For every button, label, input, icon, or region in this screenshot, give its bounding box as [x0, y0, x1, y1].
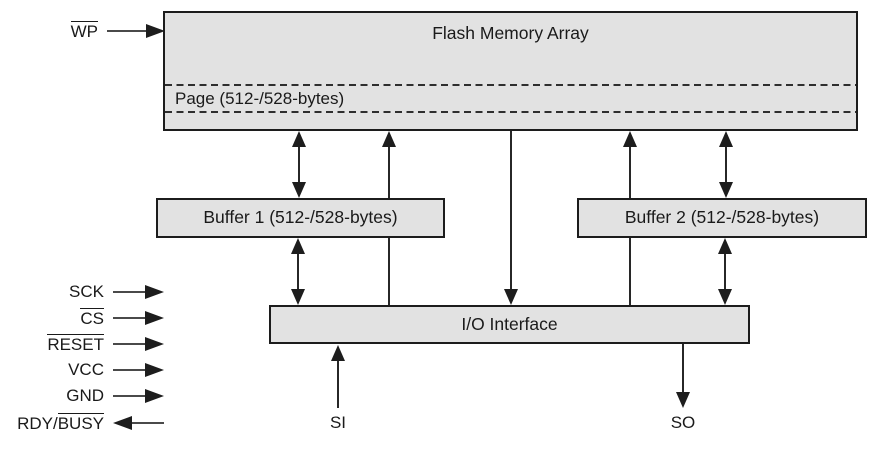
- up-arrowhead-icon: [382, 131, 396, 147]
- down-arrowhead-icon: [676, 392, 690, 408]
- flash-buffer1-bidirectional-arrow: [292, 131, 306, 198]
- sck-pin-label: SCK: [69, 282, 104, 302]
- vcc-pin-label: VCC: [68, 360, 104, 380]
- arrow-stem: [113, 317, 145, 319]
- cs-input-arrow: [113, 311, 164, 325]
- down-arrowhead-icon: [291, 289, 305, 305]
- gnd-input-arrow: [113, 389, 164, 403]
- rdy-busy-pin-label: RDY/BUSY: [17, 412, 104, 433]
- arrow-stem: [132, 422, 164, 424]
- right-arrowhead-icon: [145, 337, 164, 351]
- signal-reset: RESET: [12, 331, 164, 357]
- right-arrowhead-icon: [145, 363, 164, 377]
- signal-rdy-busy: RDY/BUSY: [12, 410, 164, 436]
- overlined-text: BUSY: [57, 412, 104, 433]
- so-output-arrow: [676, 344, 690, 408]
- buffer1-label: Buffer 1 (512-/528-bytes): [203, 207, 398, 228]
- overlined-text: CS: [80, 307, 104, 328]
- page-divider-bottom: [165, 111, 856, 113]
- right-arrowhead-icon: [146, 24, 165, 38]
- flash-buffer2-bidirectional-arrow: [719, 131, 733, 198]
- arrow-stem: [113, 291, 145, 293]
- wp-pin-label: WP: [52, 20, 98, 42]
- signal-cs: CS: [12, 305, 164, 331]
- reset-pin-label: RESET: [12, 333, 104, 355]
- right-arrowhead-icon: [145, 389, 164, 403]
- page-divider-top: [165, 84, 856, 86]
- gnd-pin-label: GND: [66, 386, 104, 406]
- connector-line: [297, 254, 299, 289]
- down-arrowhead-icon: [504, 289, 518, 305]
- reset-input-arrow: [113, 337, 164, 351]
- arrow-stem: [113, 369, 145, 371]
- buffer1-box: Buffer 1 (512-/528-bytes): [156, 198, 445, 238]
- connector-line: [298, 147, 300, 182]
- buffer2-io-bidirectional-arrow: [718, 238, 732, 305]
- sck-input-arrow: [113, 285, 164, 299]
- up-arrowhead-icon: [623, 131, 637, 147]
- vcc-input-arrow: [113, 363, 164, 377]
- buffer1-io-bidirectional-arrow: [291, 238, 305, 305]
- signal-sck: SCK: [12, 279, 164, 305]
- up-arrowhead-icon: [331, 345, 345, 361]
- buffer2-box: Buffer 2 (512-/528-bytes): [577, 198, 867, 238]
- io-interface-label: I/O Interface: [461, 313, 558, 334]
- down-arrowhead-icon: [292, 182, 306, 198]
- si-input-arrow: [331, 345, 345, 408]
- right-arrowhead-icon: [145, 285, 164, 299]
- flash-memory-array-label: Flash Memory Array: [432, 23, 589, 43]
- down-arrowhead-icon: [718, 289, 732, 305]
- signal-wp: WP: [52, 18, 165, 44]
- left-arrowhead-icon: [113, 416, 132, 430]
- overlined-text: WP: [70, 20, 98, 41]
- connector-line: [510, 131, 512, 289]
- flash-to-io-arrow: [504, 131, 518, 305]
- up-arrowhead-icon: [718, 238, 732, 254]
- connector-line: [337, 361, 339, 408]
- right-arrowhead-icon: [145, 311, 164, 325]
- arrow-stem: [107, 30, 146, 32]
- io-interface-box: I/O Interface: [269, 305, 750, 344]
- up-arrowhead-icon: [291, 238, 305, 254]
- wp-input-arrow: [107, 24, 165, 38]
- arrow-stem: [113, 343, 145, 345]
- connector-line: [725, 147, 727, 182]
- down-arrowhead-icon: [719, 182, 733, 198]
- cs-pin-label: CS: [12, 307, 104, 329]
- arrow-stem: [113, 395, 145, 397]
- si-pin-label: SI: [329, 413, 347, 432]
- connector-line: [724, 254, 726, 289]
- page-label: Page (512-/528-bytes): [175, 89, 345, 108]
- so-pin-label: SO: [670, 413, 696, 432]
- flash-memory-array-box: Flash Memory Array Page (512-/528-bytes): [163, 11, 858, 131]
- rdy-busy-output-arrow: [113, 416, 164, 430]
- signal-vcc: VCC: [12, 357, 164, 383]
- overlined-text: RESET: [47, 333, 104, 354]
- connector-line: [682, 344, 684, 392]
- buffer2-label: Buffer 2 (512-/528-bytes): [624, 207, 820, 228]
- signal-gnd: GND: [12, 383, 164, 409]
- up-arrowhead-icon: [719, 131, 733, 147]
- up-arrowhead-icon: [292, 131, 306, 147]
